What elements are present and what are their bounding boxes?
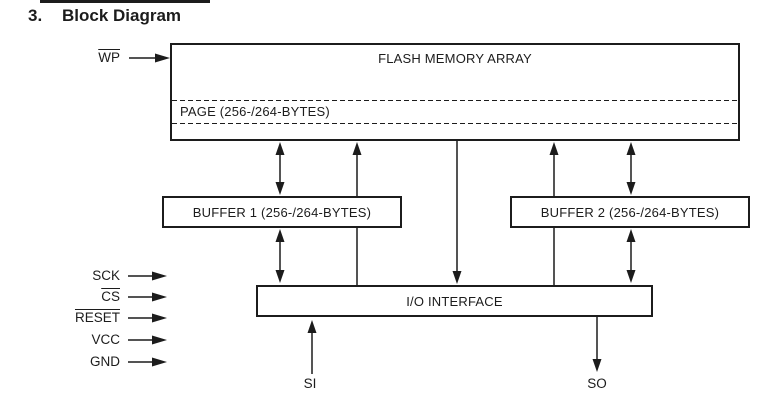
reset-arrow-icon <box>128 313 167 323</box>
flash-memory-array-label: FLASH MEMORY ARRAY <box>378 51 532 66</box>
buffer1-block: BUFFER 1 (256-/264-BYTES) <box>162 196 402 228</box>
pin-label-cs: CS <box>101 289 120 304</box>
io-interface-label: I/O INTERFACE <box>406 293 503 309</box>
pin-label-vcc: VCC <box>91 332 120 347</box>
flash-io-down-arrow-icon <box>452 141 462 284</box>
buffer2-label: BUFFER 2 (256-/264-BYTES) <box>540 204 720 220</box>
flash-memory-array-block: FLASH MEMORY ARRAY PAGE (256-/264-BYTES) <box>170 43 740 141</box>
gnd-arrow-icon <box>128 357 167 367</box>
wp-arrow-icon <box>129 53 170 63</box>
vcc-arrow-icon <box>128 335 167 345</box>
page-label: PAGE (256-/264-BYTES) <box>180 104 330 119</box>
buffer1-io-bidir-arrow-icon <box>275 229 285 283</box>
pin-label-reset: RESET <box>74 310 120 325</box>
flash-buffer2-bidir-arrow-icon <box>626 142 636 195</box>
pin-label-sck: SCK <box>92 268 120 283</box>
cropped-text-artifact <box>40 0 210 3</box>
cs-arrow-icon <box>128 292 167 302</box>
page-divider-bottom <box>172 123 738 124</box>
buffer2-block: BUFFER 2 (256-/264-BYTES) <box>510 196 750 228</box>
pin-label-so: SO <box>587 376 607 391</box>
section-title: 3. Block Diagram <box>28 6 181 26</box>
section-number: 3. <box>28 6 43 25</box>
flash-buffer1-bidir-arrow-icon <box>275 142 285 195</box>
io-interface-block: I/O INTERFACE <box>256 285 653 317</box>
pin-label-wp: WP <box>98 50 120 65</box>
pin-label-gnd: GND <box>90 354 120 369</box>
buffer2-io-bidir-arrow-icon <box>626 229 636 283</box>
buffer1-label: BUFFER 1 (256-/264-BYTES) <box>192 204 372 220</box>
section-title-text: Block Diagram <box>62 6 182 25</box>
page-divider-top <box>172 100 738 101</box>
pin-label-si: SI <box>303 376 317 391</box>
so-arrow-icon <box>592 317 602 372</box>
si-arrow-icon <box>307 320 317 374</box>
sck-arrow-icon <box>128 271 167 281</box>
